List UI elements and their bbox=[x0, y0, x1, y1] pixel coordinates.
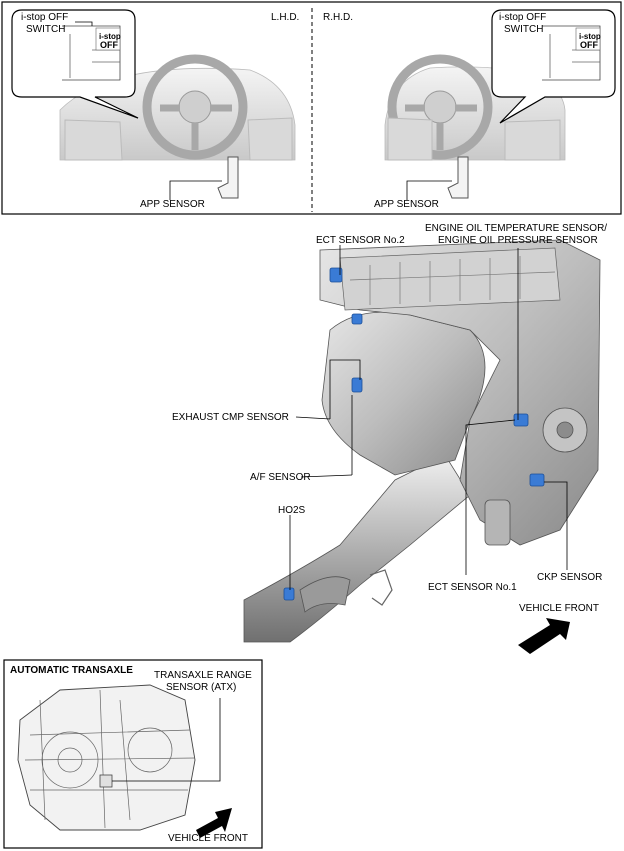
engine-block bbox=[319, 239, 601, 546]
rhd-app-leader bbox=[406, 180, 452, 200]
transaxle-range-label-line2: SENSOR (ATX) bbox=[166, 682, 236, 693]
exhaust-pipe bbox=[243, 454, 471, 643]
lhd-switch-text-top: i-stop bbox=[99, 32, 121, 41]
lhd-app-sensor-label: APP SENSOR bbox=[140, 199, 205, 210]
lhd-istop-switch-detail bbox=[62, 25, 121, 81]
rhd-label: R.H.D. bbox=[323, 12, 353, 23]
vehicle-front-label-engine: VEHICLE FRONT bbox=[519, 603, 599, 614]
rhd-switch-text-bottom: OFF bbox=[580, 40, 598, 50]
rhd-app-sensor-label: APP SENSOR bbox=[374, 199, 439, 210]
rhd-istop-switch-detail bbox=[542, 25, 601, 81]
transaxle-title: AUTOMATIC TRANSAXLE bbox=[10, 665, 133, 676]
exhaust-cmp-sensor-label: EXHAUST CMP SENSOR bbox=[172, 412, 289, 423]
vehicle-front-arrow-icon bbox=[518, 618, 570, 654]
eot-label-line1: ENGINE OIL TEMPERATURE SENSOR/ bbox=[425, 223, 607, 234]
app-pedal-lhd bbox=[217, 156, 239, 199]
lhd-switch-text-bottom: OFF bbox=[100, 40, 118, 50]
oil-filter bbox=[484, 499, 511, 546]
ckp-sensor-icon bbox=[529, 473, 545, 487]
engine-illustration bbox=[243, 239, 601, 643]
exhaust-cmp-sensor-icon bbox=[351, 377, 363, 393]
sensor-icon bbox=[351, 313, 363, 325]
ckp-sensor-label: CKP SENSOR bbox=[537, 572, 602, 583]
top-panel: i-stop OFF SWITCH i-stop OFF L.H.D. APP … bbox=[1, 1, 622, 215]
ho2s-sensor-icon bbox=[283, 587, 295, 601]
ect-sensor-no1-label: ECT SENSOR No.1 bbox=[428, 582, 517, 593]
transaxle-vehicle-front-label: VEHICLE FRONT bbox=[168, 833, 248, 844]
lhd-istop-label-line1: i-stop OFF bbox=[21, 12, 68, 23]
rhd-switch-text-top: i-stop bbox=[579, 32, 601, 41]
transaxle-range-label-line1: TRANSAXLE RANGE bbox=[154, 670, 252, 681]
ect-sensor-no2-label: ECT SENSOR No.2 bbox=[316, 235, 405, 246]
ho2s-label: HO2S bbox=[278, 505, 306, 516]
transaxle-vehicle-front-arrow-icon bbox=[196, 808, 232, 838]
transaxle-leader bbox=[112, 698, 221, 782]
transaxle-panel-frame bbox=[3, 659, 263, 849]
engine-leader-lines bbox=[289, 245, 568, 590]
eot-label-line2: ENGINE OIL PRESSURE SENSOR bbox=[438, 235, 598, 246]
rhd-istop-label-line2: SWITCH bbox=[504, 24, 543, 35]
transaxle-illustration bbox=[17, 684, 196, 831]
rhd-istop-label-line1: i-stop OFF bbox=[499, 12, 546, 23]
transaxle-panel: AUTOMATIC TRANSAXLE TRANSAXLE RANGE SENS… bbox=[3, 659, 263, 849]
rhd-steering-wheel-icon bbox=[387, 54, 493, 160]
eot-sensor-icon bbox=[513, 413, 529, 427]
top-panel-frame bbox=[1, 1, 622, 215]
cylinder-head bbox=[339, 247, 561, 311]
app-pedal-rhd bbox=[447, 156, 469, 199]
steering-wheel-icon bbox=[142, 54, 248, 160]
lhd-app-leader bbox=[169, 180, 222, 200]
lhd-label: L.H.D. bbox=[271, 12, 299, 23]
transaxle-range-sensor-icon bbox=[99, 774, 113, 788]
lhd-istop-label-line2: SWITCH bbox=[26, 24, 65, 35]
ect-sensor-no2-icon bbox=[329, 267, 343, 283]
exhaust-manifold bbox=[321, 311, 486, 476]
af-sensor-label: A/F SENSOR bbox=[250, 472, 311, 483]
